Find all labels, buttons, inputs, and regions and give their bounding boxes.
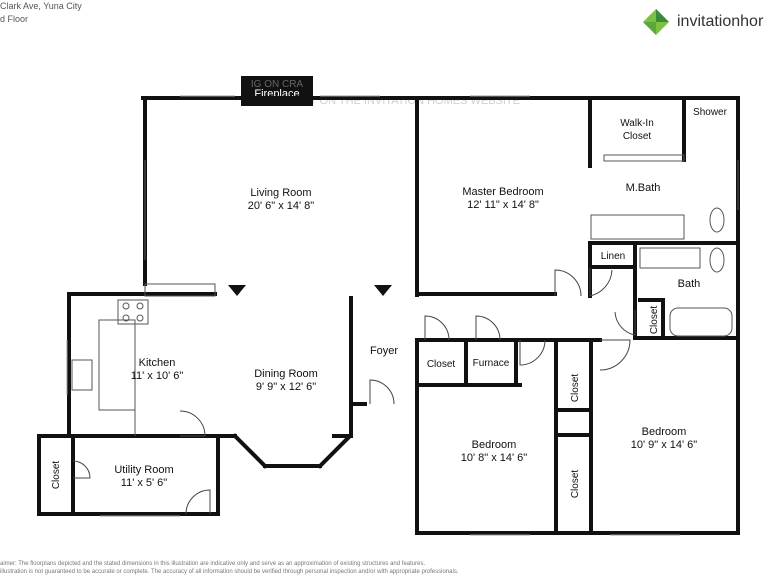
kitchen-dims: 11' x 10' 6": [131, 370, 184, 382]
master-bath-label: M.Bath: [626, 182, 661, 194]
walk-in-closet-label-2: Closet: [623, 131, 652, 142]
fireplace-overlay-text: IG ON CRA: [251, 79, 304, 90]
disclaimer-line-1: aimer: The floorplans depicted and the s…: [0, 561, 426, 567]
fireplace: IG ON CRA Fireplace: [241, 76, 313, 106]
green-diamond-logo-icon: [643, 9, 669, 35]
right-bedroom-label: Bedroom: [642, 426, 687, 438]
shower-label: Shower: [693, 107, 728, 118]
brand-name: invitationhor: [677, 13, 764, 30]
utility-closet-label: Closet: [51, 461, 62, 490]
address-text: Clark Ave, Yuna City: [0, 1, 82, 11]
opening-arrows: [228, 285, 392, 296]
floor-text: d Floor: [0, 14, 29, 24]
doors: [72, 268, 636, 515]
utility-room-label: Utility Room: [114, 464, 173, 476]
brand-logo[interactable]: invitationhor: [641, 7, 763, 37]
fixtures: [71, 154, 739, 436]
arrow-down-icon: [228, 285, 246, 296]
windows: [66, 95, 680, 536]
disclaimer: aimer: The floorplans depicted and the s…: [0, 560, 459, 576]
hall-closet-label: Closet: [427, 359, 456, 370]
walk-in-closet-label-1: Walk-In: [620, 118, 654, 129]
right-bedroom-dims: 10' 9" x 14' 6": [631, 439, 698, 451]
dining-room-dims: 9' 9" x 12' 6": [256, 381, 316, 393]
bath-label: Bath: [678, 278, 701, 290]
arrow-down-icon: [374, 285, 392, 296]
linen-label: Linen: [601, 251, 625, 262]
walls: [37, 96, 740, 535]
utility-room-dims: 11' x 5' 6": [121, 477, 168, 489]
foyer-label: Foyer: [370, 345, 398, 357]
living-room-label: Living Room: [250, 187, 311, 199]
living-room-dims: 20' 6" x 14' 8": [248, 200, 315, 212]
kitchen-label: Kitchen: [139, 357, 176, 369]
header-address-block: Clark Ave, Yuna City d Floor: [0, 0, 82, 26]
disclaimer-line-2: illustration is not guaranteed to be acc…: [0, 569, 459, 575]
bath-closet-label: Closet: [649, 306, 660, 335]
master-bedroom-label: Master Bedroom: [462, 186, 543, 198]
bedroom-closet-bottom-label: Closet: [570, 470, 581, 499]
center-bedroom-label: Bedroom: [472, 439, 517, 451]
bedroom-closet-top-label: Closet: [570, 374, 581, 403]
dining-room-label: Dining Room: [254, 368, 318, 380]
center-bedroom-dims: 10' 8" x 14' 6": [461, 452, 528, 464]
master-bedroom-dims: 12' 11" x 14' 8": [467, 199, 539, 211]
furnace-label: Furnace: [473, 358, 510, 369]
